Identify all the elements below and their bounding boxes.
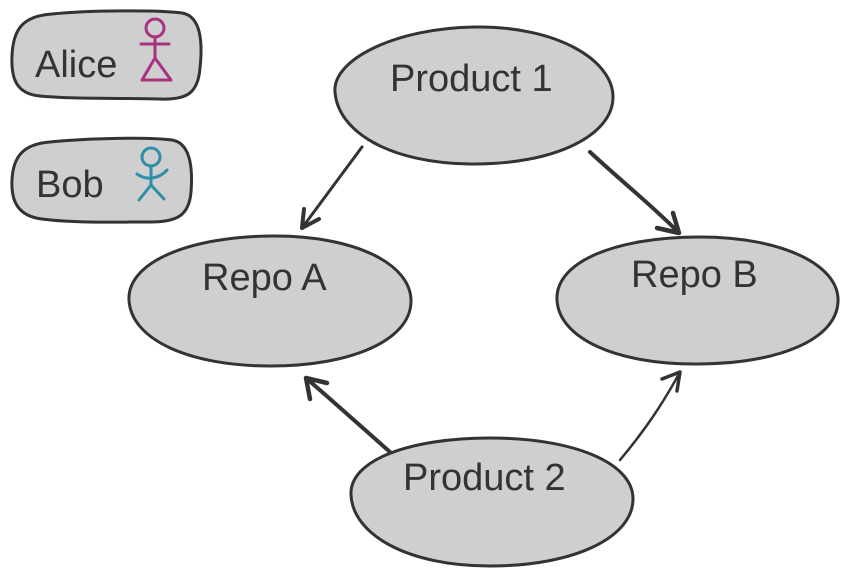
product-1-label: Product 1 <box>390 58 553 100</box>
edges <box>300 145 682 462</box>
node-repo-a: Repo A <box>127 234 413 368</box>
repo-b-ellipse <box>555 235 840 366</box>
edge-product1-repoa <box>300 145 364 230</box>
person-alice: Alice <box>10 9 203 101</box>
product-1-ellipse <box>333 25 615 166</box>
repo-a-ellipse <box>127 234 413 368</box>
stick-figure-man-icon <box>135 146 169 202</box>
bob-label: Bob <box>36 164 104 206</box>
product-2-ellipse <box>349 436 635 568</box>
node-repo-b: Repo B <box>555 235 840 366</box>
bob-pill <box>10 136 193 224</box>
node-product-2: Product 2 <box>349 436 635 568</box>
edge-product2-repoa <box>303 375 392 454</box>
alice-pill <box>10 9 203 101</box>
product-2-label: Product 2 <box>403 457 566 499</box>
edge-product2-repob <box>618 370 682 462</box>
repo-a-label: Repo A <box>202 257 327 299</box>
person-bob: Bob <box>10 136 193 224</box>
stick-figure-woman-icon <box>139 17 173 82</box>
node-product-1: Product 1 <box>333 25 615 166</box>
edge-product1-repob <box>588 150 682 236</box>
repo-b-label: Repo B <box>631 254 758 296</box>
alice-label: Alice <box>35 44 117 86</box>
